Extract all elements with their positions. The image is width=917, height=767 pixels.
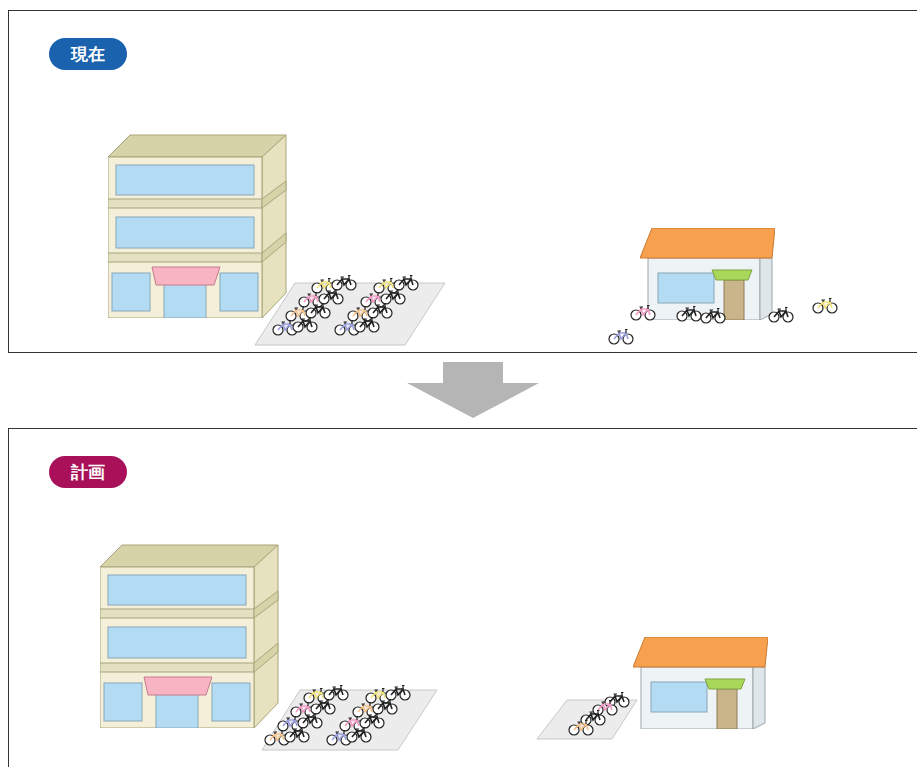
bicycle [285,728,309,743]
bicycle [569,721,593,736]
bicycle [581,711,605,726]
bicycle [324,686,348,701]
bicycle [306,304,330,319]
bicycle [386,686,410,701]
bicycle [394,276,418,291]
panel-badge: 現在 [49,38,127,70]
bicycle [311,700,335,715]
bicycle [769,308,793,323]
parking-area [262,690,437,750]
bicycle [373,700,397,715]
parked-bicycles [569,693,629,736]
bicycle [319,290,343,305]
transition-arrow [407,362,539,418]
bicycle [332,276,356,291]
scene-panel: 現在 [8,10,917,353]
station-building [108,135,286,318]
parking-area [255,283,445,345]
station-building [100,545,278,728]
parked-bicycles [273,276,418,336]
bicycle [381,290,405,305]
shop-building [633,637,768,729]
bicycle [609,330,633,345]
bicycle [355,318,379,333]
panel-badge: 計画 [49,456,127,488]
scattered-bicycles [609,299,837,345]
parked-bicycles [265,686,410,746]
bicycle [631,306,655,321]
bicycle [298,714,322,729]
bicycle [593,701,617,716]
bicycle [347,728,371,743]
bicycle [813,299,837,314]
bicycle [701,309,725,324]
bicycle [677,307,701,322]
bicycle [368,304,392,319]
bicycle [360,714,384,729]
scene-panel: 計画 [8,428,917,767]
bicycle [293,318,317,333]
shop-building [640,228,775,320]
